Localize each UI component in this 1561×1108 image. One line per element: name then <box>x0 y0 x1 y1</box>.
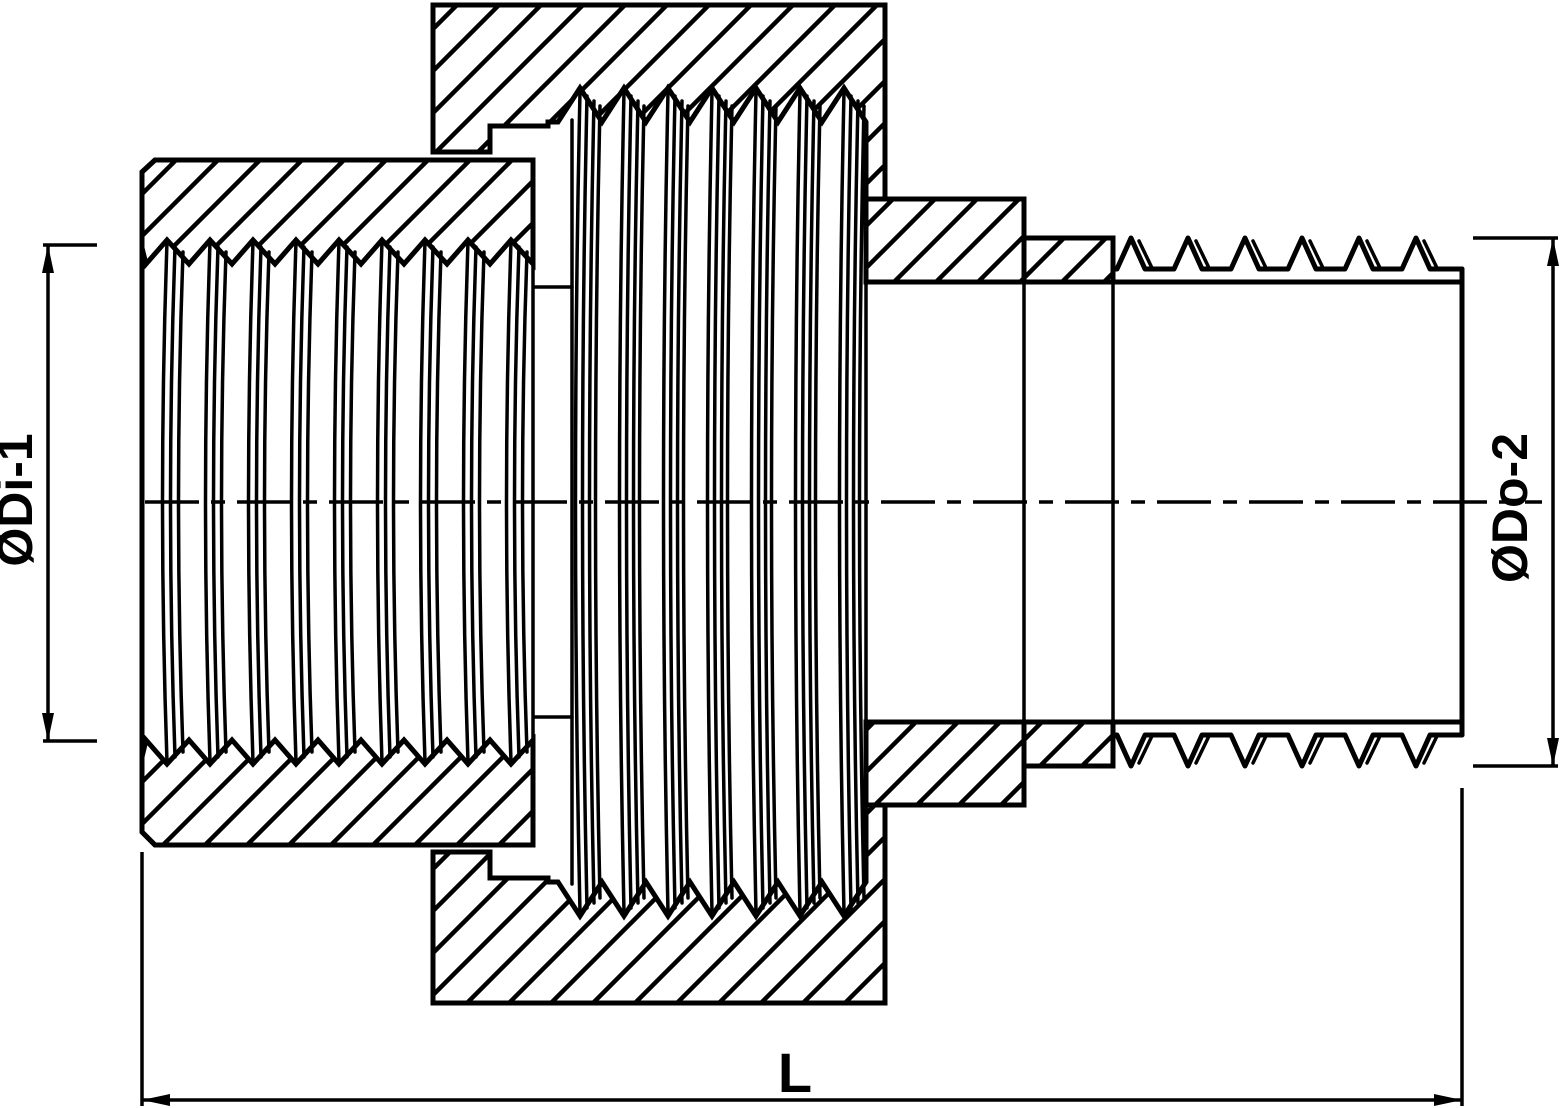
pipe-thread-flank-lines <box>1137 239 1439 765</box>
l-extension-lines <box>140 788 1464 1106</box>
do2-label: ØDo-2 <box>1482 433 1538 583</box>
dimension-l: L <box>140 788 1464 1106</box>
hex-lower-wall <box>863 719 1027 808</box>
left-body-upper-wall <box>139 157 536 271</box>
pipe-thread-bottom-crests <box>1110 732 1465 769</box>
do2-arrow-up-icon <box>1547 238 1559 266</box>
pipe-thread-end <box>1110 235 1465 769</box>
di1-arrow-up-icon <box>42 245 54 273</box>
l-arrow-right-icon <box>1434 1094 1462 1106</box>
right-body <box>863 196 1465 808</box>
di1-arrow-down-icon <box>42 713 54 741</box>
dimension-do2: ØDo-2 <box>1473 236 1559 768</box>
do2-arrow-down-icon <box>1547 738 1559 766</box>
l-arrow-left-icon <box>142 1094 170 1106</box>
pipe-thread-top-crests <box>1110 235 1465 272</box>
l-label: L <box>778 1041 812 1104</box>
collar-lower-wall <box>1021 719 1116 769</box>
di1-label: ØDi-1 <box>0 433 43 566</box>
nut-upper-section <box>430 2 888 202</box>
union-nut <box>430 2 888 1006</box>
do2-extension-lines <box>1473 236 1558 768</box>
collar-upper-wall <box>1021 235 1116 285</box>
left-body-lower-wall <box>139 733 536 848</box>
di1-extension-lines <box>43 243 97 743</box>
bore-lines <box>863 279 1465 725</box>
nut-lower-section <box>430 802 888 1006</box>
dimension-di1: ØDi-1 <box>0 243 97 743</box>
hex-upper-wall <box>863 196 1027 285</box>
